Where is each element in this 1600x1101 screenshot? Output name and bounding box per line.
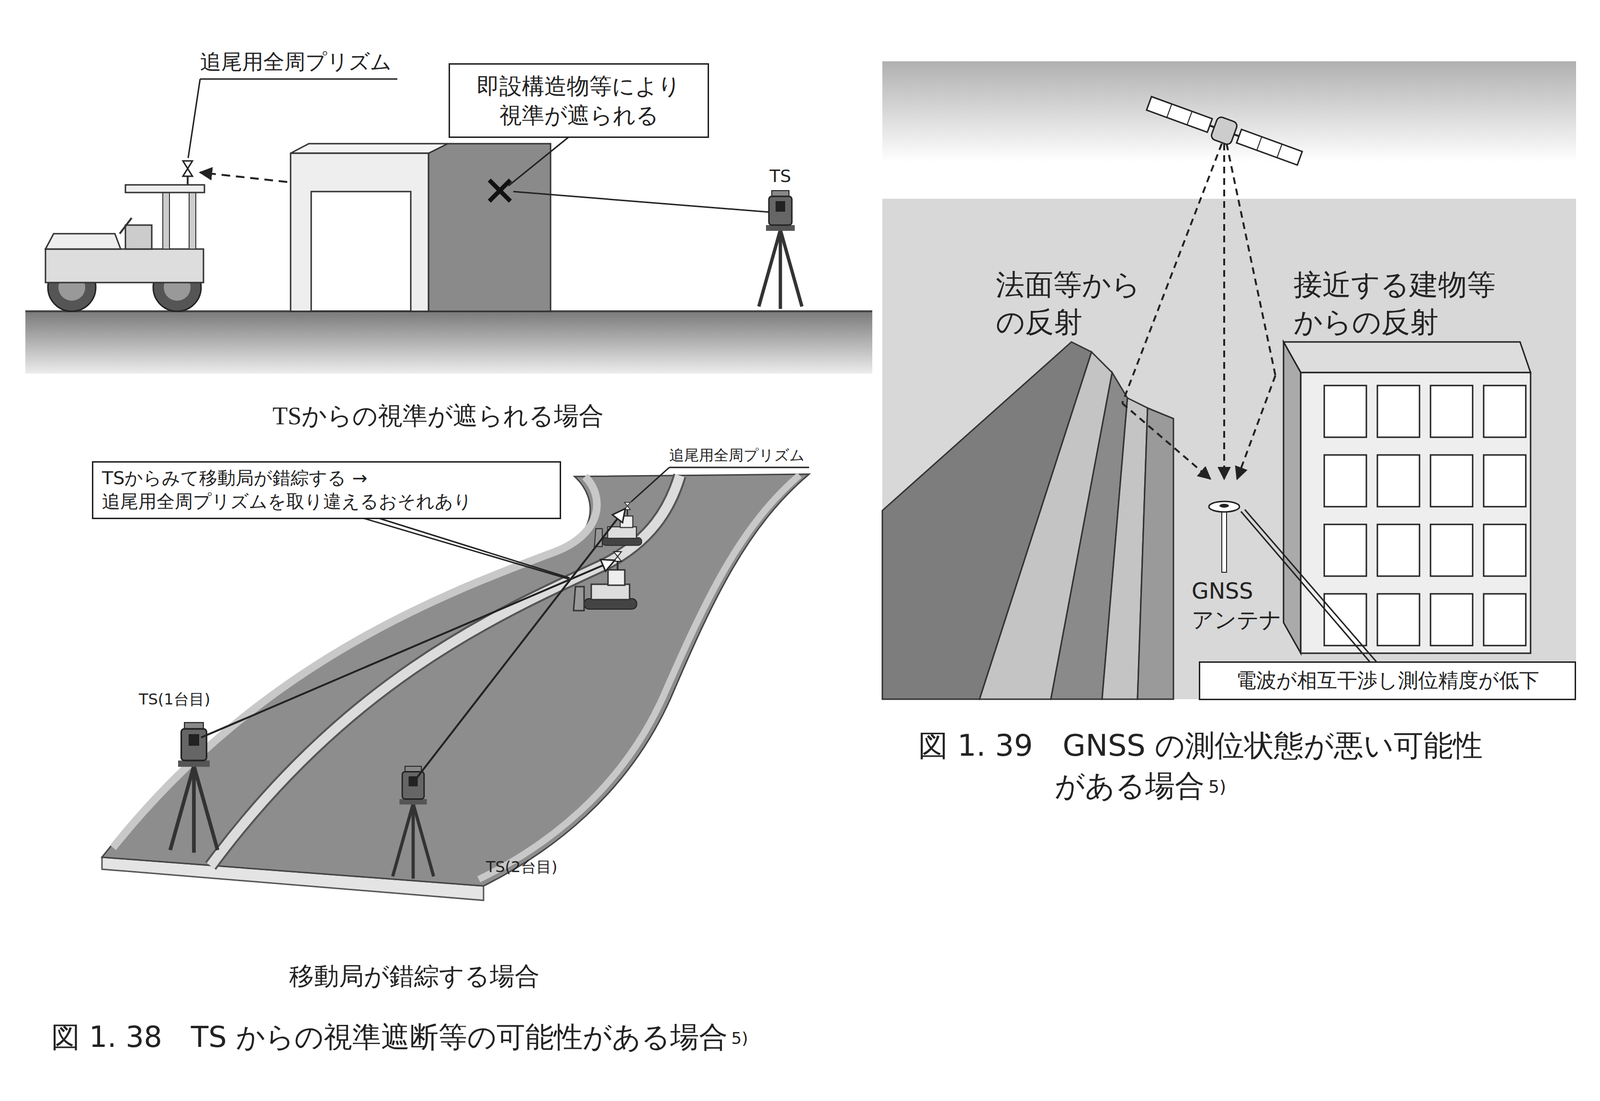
satellite-body bbox=[1210, 115, 1239, 146]
note-box: 電波が相互干渉し測位精度が低下 bbox=[1198, 661, 1577, 700]
instrument-label: TS(2台目) bbox=[485, 856, 558, 878]
total-station bbox=[758, 190, 802, 309]
steering bbox=[119, 217, 132, 234]
antenna-dish bbox=[1219, 503, 1229, 508]
bulldozer bbox=[573, 551, 637, 611]
leader-line bbox=[356, 516, 569, 579]
signal-path bbox=[1223, 143, 1226, 479]
figure-caption: 図 1. 39 GNSS の測位状態が悪い可能性 がある場合 bbox=[918, 727, 1483, 803]
rops-post bbox=[162, 191, 170, 249]
building-top bbox=[1283, 341, 1531, 373]
reference-mark: 5) bbox=[731, 1028, 749, 1048]
signal-paths bbox=[1122, 143, 1276, 479]
building-side bbox=[1283, 341, 1301, 654]
reference-mark: 5) bbox=[1208, 776, 1227, 797]
annotation: 接近する建物等 からの反射 bbox=[1293, 265, 1510, 341]
box-text: TSからみて移動局が錯綜する →追尾用全周プリズムを取り違えるおそれあり bbox=[101, 466, 552, 514]
antenna-pole bbox=[1221, 507, 1227, 573]
signal-path bbox=[1226, 143, 1276, 376]
ground bbox=[25, 311, 873, 374]
prism-mast bbox=[186, 176, 189, 185]
figure-caption-block: 図 1. 38 TS からの視準遮断等の可能性がある場合5) bbox=[51, 1017, 748, 1057]
total-station bbox=[392, 766, 434, 879]
gnss-antenna bbox=[1208, 501, 1240, 573]
background bbox=[882, 198, 1577, 699]
solar-panel bbox=[1146, 96, 1213, 133]
structure-side bbox=[428, 143, 551, 312]
figure-caption: 図 1. 38 TS からの視準遮断等の可能性がある場合 bbox=[51, 1019, 728, 1054]
leader-line bbox=[1244, 509, 1377, 663]
roller-frame bbox=[45, 248, 204, 283]
figure-caption-block: 図 1. 39 GNSS の測位状態が悪い可能性 がある場合5) bbox=[918, 725, 1582, 806]
roller-compactor bbox=[45, 160, 205, 312]
rops-roof bbox=[125, 184, 205, 193]
callout-box: TSからみて移動局が錯綜する →追尾用全周プリズムを取り違えるおそれあり bbox=[91, 461, 562, 519]
road bbox=[101, 473, 810, 886]
median bbox=[210, 475, 680, 866]
sky bbox=[882, 61, 1577, 162]
prism bbox=[182, 160, 193, 177]
structure bbox=[290, 143, 551, 312]
leader-line bbox=[1240, 511, 1371, 663]
rops-post bbox=[189, 191, 196, 249]
leader-line bbox=[188, 78, 201, 158]
structure-front bbox=[290, 153, 429, 312]
callout-box: 即設構造物等により 視準が遮られる bbox=[448, 63, 710, 138]
solar-panel bbox=[1256, 136, 1262, 151]
sight-line bbox=[416, 508, 626, 778]
windows bbox=[1324, 385, 1526, 646]
solar-panel bbox=[1166, 103, 1172, 118]
antenna-dish bbox=[1208, 501, 1240, 512]
slope-face bbox=[1137, 407, 1174, 699]
roller-hood bbox=[45, 233, 121, 249]
panel-caption: 移動局が錯綜する場合 bbox=[289, 959, 540, 993]
total-station bbox=[170, 722, 218, 853]
box-text: 即設構造物等により 視準が遮られる bbox=[458, 71, 699, 130]
roller-seat bbox=[125, 225, 152, 249]
part-label: 追尾用全周プリズム bbox=[669, 445, 805, 465]
solar-panel bbox=[1276, 144, 1282, 158]
part-label: 追尾用全周プリズム bbox=[200, 47, 392, 76]
slope bbox=[882, 341, 1174, 699]
leader-line bbox=[372, 516, 570, 578]
sight-line bbox=[201, 560, 615, 738]
panel-caption: TSからの視準が遮られる場合 bbox=[272, 399, 604, 433]
leader-line bbox=[508, 135, 572, 186]
building-front bbox=[1300, 372, 1531, 654]
instrument-label: TS(1台目) bbox=[138, 689, 211, 710]
median-edge bbox=[210, 475, 680, 866]
sight-line bbox=[200, 172, 288, 182]
solar-panel bbox=[1236, 129, 1303, 165]
structure-top bbox=[290, 143, 448, 154]
blocked-mark bbox=[489, 180, 511, 202]
sight-line bbox=[513, 191, 770, 213]
annotation: 法面等から の反射 bbox=[995, 265, 1154, 341]
signal-path bbox=[1122, 403, 1211, 479]
label-underline bbox=[200, 78, 398, 80]
box-text: 電波が相互干渉し測位精度が低下 bbox=[1205, 667, 1569, 694]
instrument-label: TS bbox=[769, 165, 792, 188]
building bbox=[1283, 341, 1531, 654]
solar-panel bbox=[1187, 111, 1193, 125]
label-underline bbox=[669, 466, 810, 469]
blocked-mark bbox=[489, 180, 511, 202]
signal-path bbox=[1237, 375, 1276, 479]
part-label: GNSS アンテナ bbox=[1191, 576, 1288, 635]
leader-line bbox=[630, 467, 670, 502]
